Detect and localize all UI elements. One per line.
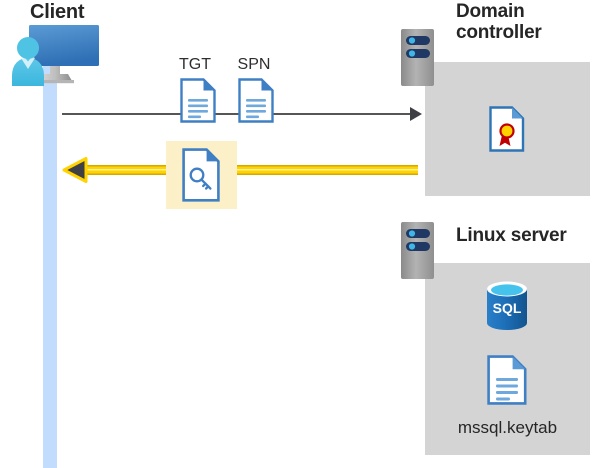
request-arrow-head	[410, 107, 422, 121]
sql-database-icon: SQL	[484, 280, 530, 332]
keytab-filename-label: mssql.keytab	[457, 418, 558, 437]
certificate-document-icon	[489, 106, 525, 152]
spn-document-icon	[238, 78, 274, 123]
tgt-label: TGT	[179, 56, 211, 73]
client-title: Client	[30, 1, 85, 23]
spn-label: SPN	[237, 56, 271, 73]
client-lifeline	[43, 62, 57, 468]
domain-controller-title: Domain controller	[456, 1, 586, 44]
domain-controller-title-line2: controller	[456, 22, 542, 44]
domain-controller-title-line1: Domain	[456, 1, 525, 22]
response-arrow-head	[62, 156, 92, 184]
linux-server-title: Linux server	[456, 225, 567, 246]
linux-server-server-icon	[401, 222, 434, 279]
request-arrow-line	[62, 113, 414, 115]
domain-controller-server-icon	[401, 29, 434, 86]
sql-database-label: SQL	[493, 300, 522, 316]
user-monitor-icon	[8, 22, 104, 88]
key-document-icon	[182, 148, 220, 202]
keytab-document-icon	[487, 355, 527, 405]
response-arrow-line	[80, 165, 418, 175]
tgt-document-icon	[180, 78, 216, 123]
